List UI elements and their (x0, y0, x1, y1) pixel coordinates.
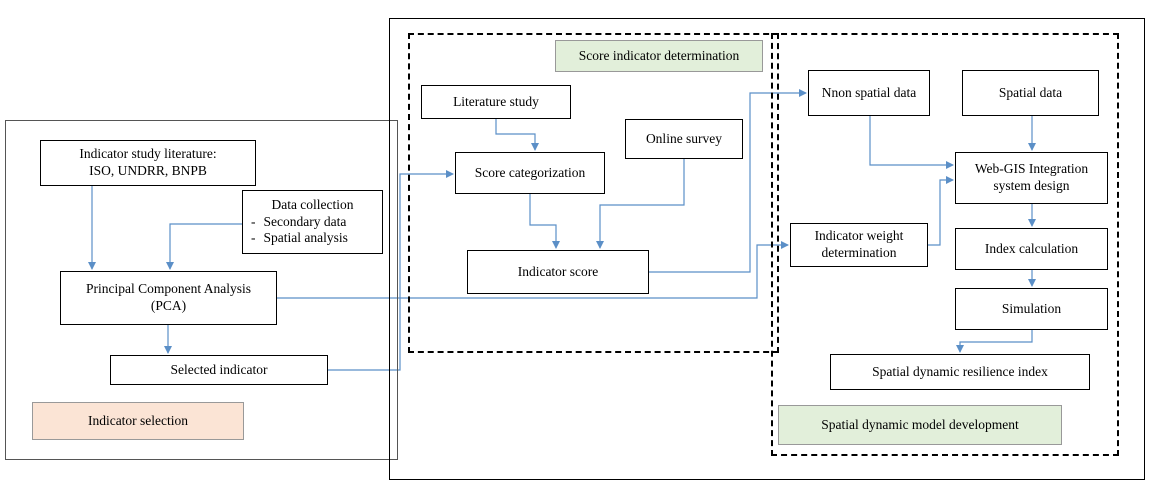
data-collection-item: - Spatial analysis (251, 230, 348, 247)
simulation-box: Simulation (955, 288, 1108, 330)
model-outer-frame (389, 18, 1145, 480)
indicator-study-line-2: ISO, UNDRR, BNPB (89, 163, 207, 178)
webgis-line-2: system design (993, 178, 1070, 193)
resilience-index-label: Spatial dynamic resilience index (872, 363, 1048, 379)
arrow-nonspatial-to-webgis (869, 116, 954, 169)
literature-study-label: Literature study (453, 93, 539, 109)
bullet-dash: - (251, 230, 256, 246)
indicator-selection-frame (5, 120, 398, 460)
data-collection-title: Data collection (271, 196, 354, 212)
arrow-weight-to-webgis (928, 176, 954, 246)
non-spatial-data-box: Nnon spatial data (808, 70, 930, 116)
literature-study-box: Literature study (421, 85, 571, 119)
data-collection-item-spatial: Spatial analysis (263, 230, 348, 246)
indicator-selection-label: Indicator selection (32, 402, 244, 440)
pca-line-2: (PCA) (150, 298, 187, 313)
online-survey-label: Online survey (645, 130, 723, 146)
non-spatial-data-label: Nnon spatial data (821, 84, 917, 100)
indicator-score-box: Indicator score (467, 250, 649, 294)
resilience-index-box: Spatial dynamic resilience index (830, 354, 1090, 390)
webgis-design-box: Web-GIS Integration system design (955, 152, 1108, 204)
indicator-study-literature-box: Indicator study literature: ISO, UNDRR, … (40, 140, 256, 186)
pca-box: Principal Component Analysis (PCA) (60, 271, 277, 325)
data-collection-item-secondary: Secondary data (263, 213, 347, 229)
index-calculation-box: Index calculation (955, 228, 1108, 270)
selected-indicator-box: Selected indicator (110, 355, 328, 385)
arrow-survey-to-score (596, 159, 685, 249)
arrow-collection-to-pca (166, 223, 242, 270)
bullet-dash: - (251, 213, 256, 229)
score-determination-label: Score indicator determination (555, 40, 763, 72)
model-development-label: Spatial dynamic model development (778, 405, 1062, 445)
selected-indicator-label: Selected indicator (170, 361, 268, 377)
score-determination-text: Score indicator determination (578, 48, 740, 63)
indicator-weight-line-2: determination (821, 245, 897, 260)
arrow-literature-to-categorize (495, 119, 539, 151)
spatial-data-box: Spatial data (962, 70, 1099, 116)
simulation-label: Simulation (1001, 300, 1062, 316)
score-determination-frame (408, 33, 779, 353)
model-development-frame (771, 33, 1119, 456)
indicator-weight-box: Indicator weight determination (790, 223, 928, 267)
arrow-selected-to-categorize (328, 170, 454, 371)
data-collection-box: Data collection - Secondary data - Spati… (242, 190, 383, 254)
pca-line-1: Principal Component Analysis (86, 281, 251, 297)
score-categorization-label: Score categorization (474, 164, 586, 180)
model-development-text: Spatial dynamic model development (821, 417, 1019, 432)
arrow-categorize-to-score (529, 194, 560, 249)
score-categorization-box: Score categorization (455, 152, 605, 194)
index-calculation-label: Index calculation (984, 240, 1079, 256)
online-survey-box: Online survey (625, 119, 743, 159)
indicator-score-label: Indicator score (517, 263, 599, 279)
data-collection-item: - Secondary data (251, 214, 346, 231)
indicator-study-line-1: Indicator study literature: (79, 146, 217, 162)
indicator-weight-line-1: Indicator weight (814, 228, 904, 244)
webgis-line-1: Web-GIS Integration (974, 161, 1089, 177)
spatial-data-label: Spatial data (998, 84, 1063, 100)
indicator-selection-text: Indicator selection (87, 413, 189, 428)
arrow-simulation-to-resilience (956, 330, 1033, 353)
